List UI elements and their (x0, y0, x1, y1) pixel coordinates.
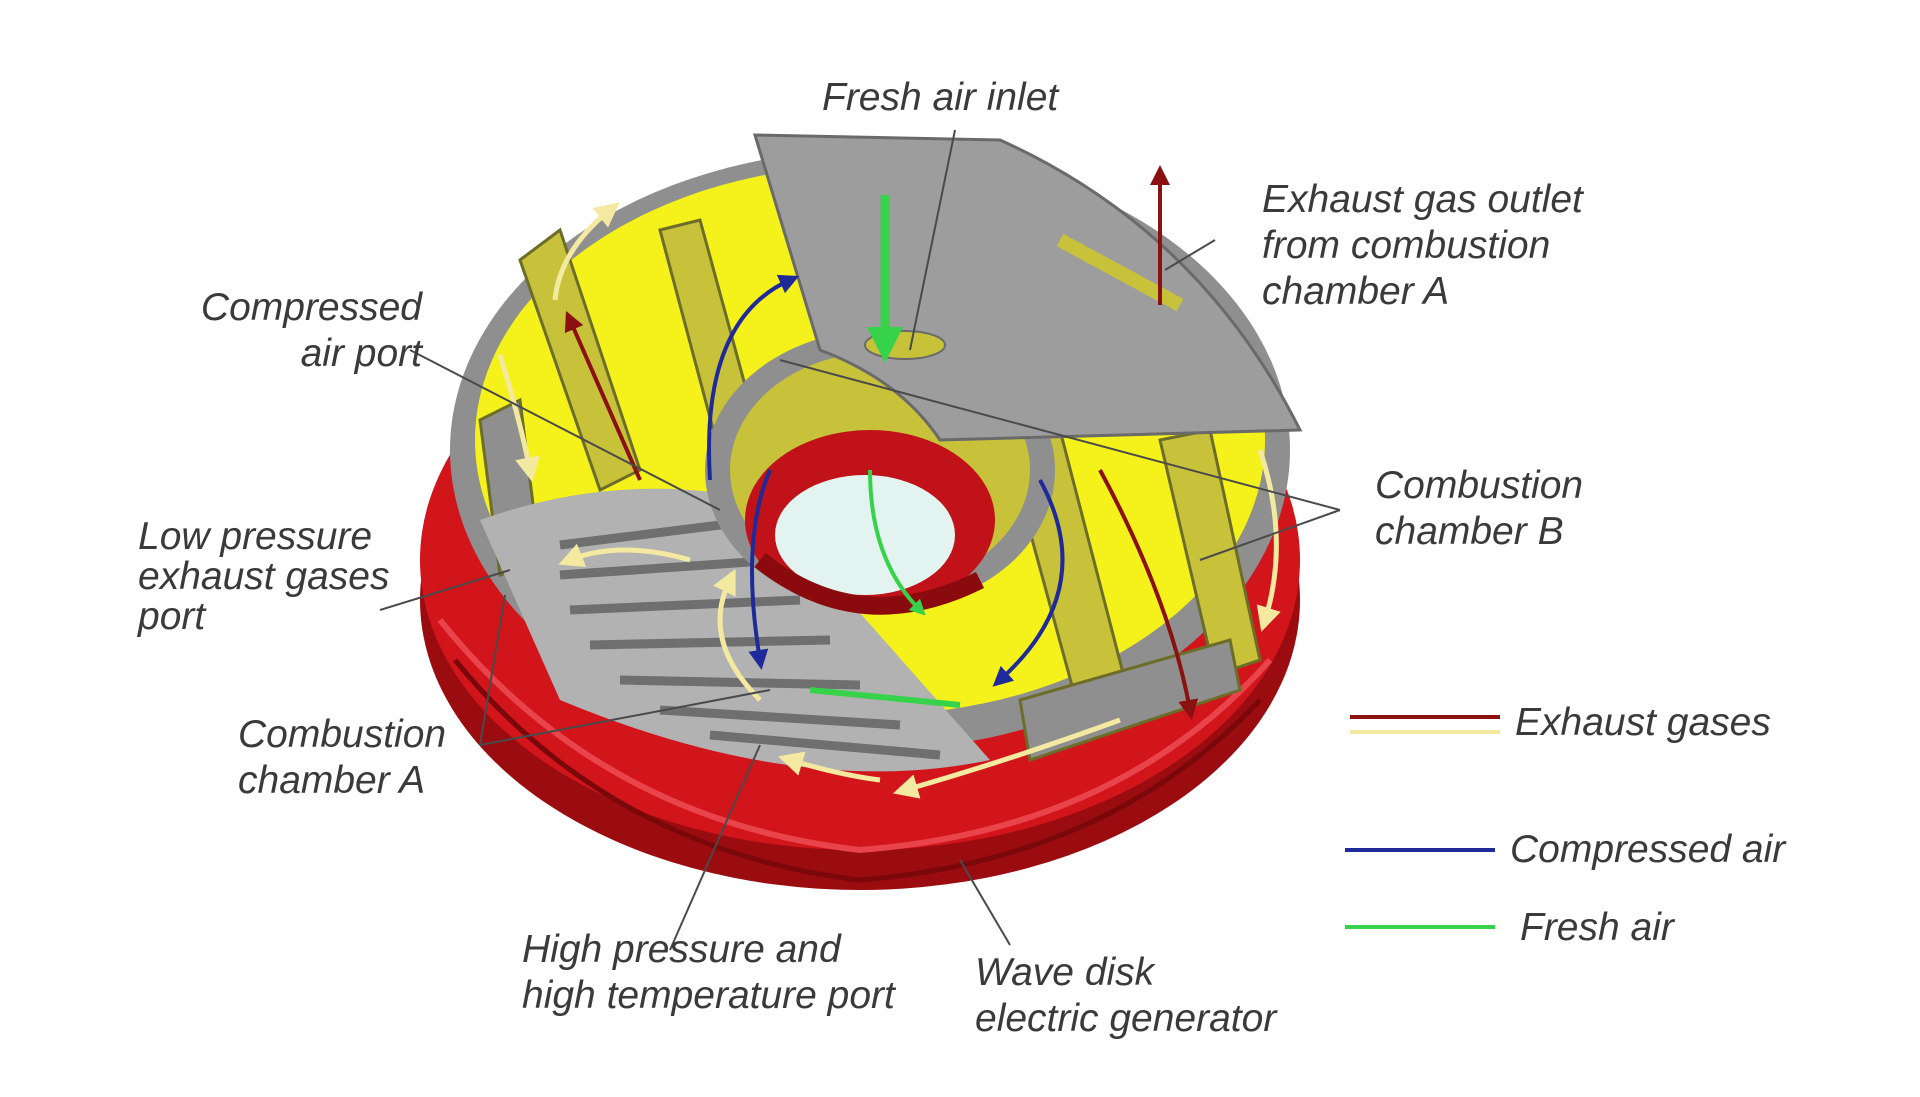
label-line: High pressure and (522, 928, 841, 971)
legend-line-exhaust-light (1350, 730, 1500, 734)
turbine-vanes (480, 488, 990, 772)
legend-text: Compressed air (1510, 828, 1786, 871)
legend-text: Fresh air (1520, 906, 1674, 949)
label-combustion-chamber-a: Combustion chamber A (238, 712, 446, 804)
legend-label-exhaust: Exhaust gases (1515, 700, 1771, 746)
label-line: Compressed (200, 286, 422, 329)
legend-line-exhaust-dark (1350, 715, 1500, 719)
label-compressed-air-port: Compressed air port (192, 285, 422, 377)
label-low-pressure-port: Low pressure exhaust gases port (138, 517, 390, 637)
legend-label-compressed: Compressed air (1510, 827, 1785, 873)
legend-line-compressed (1345, 848, 1495, 852)
label-line: chamber A (238, 759, 426, 802)
label-line: Wave disk (975, 951, 1155, 994)
fresh-air-arrows (809, 195, 961, 708)
label-combustion-chamber-b: Combustion chamber B (1375, 463, 1583, 555)
legend-text: Exhaust gases (1515, 701, 1771, 744)
label-line: Fresh air inlet (822, 76, 1059, 119)
label-wave-disk-generator: Wave disk electric generator (975, 950, 1276, 1042)
label-line: exhaust gases (138, 555, 390, 598)
label-line: Combustion (238, 713, 447, 756)
label-high-pressure-port: High pressure and high temperature port (522, 927, 895, 1019)
label-line: port (138, 595, 206, 638)
legend-label-fresh: Fresh air (1520, 905, 1674, 951)
label-line: chamber B (1375, 510, 1564, 553)
label-exhaust-outlet: Exhaust gas outlet from combustion chamb… (1262, 177, 1583, 315)
label-line: Low pressure (138, 515, 373, 558)
leader-lines (379, 129, 1341, 951)
label-line: electric generator (975, 997, 1277, 1040)
compressed-air-arrows (707, 274, 1065, 687)
label-line: air port (300, 332, 422, 375)
exhaust-arrows-dark (564, 165, 1199, 720)
legend-line-fresh (1345, 925, 1495, 929)
label-line: Combustion (1375, 464, 1584, 507)
label-line: from combustion (1262, 224, 1551, 267)
exhaust-arrows-light (497, 202, 1281, 799)
label-fresh-air-inlet: Fresh air inlet (822, 75, 1058, 121)
label-line: Exhaust gas outlet (1262, 178, 1583, 221)
label-line: high temperature port (522, 974, 895, 1017)
label-line: chamber A (1262, 270, 1450, 313)
